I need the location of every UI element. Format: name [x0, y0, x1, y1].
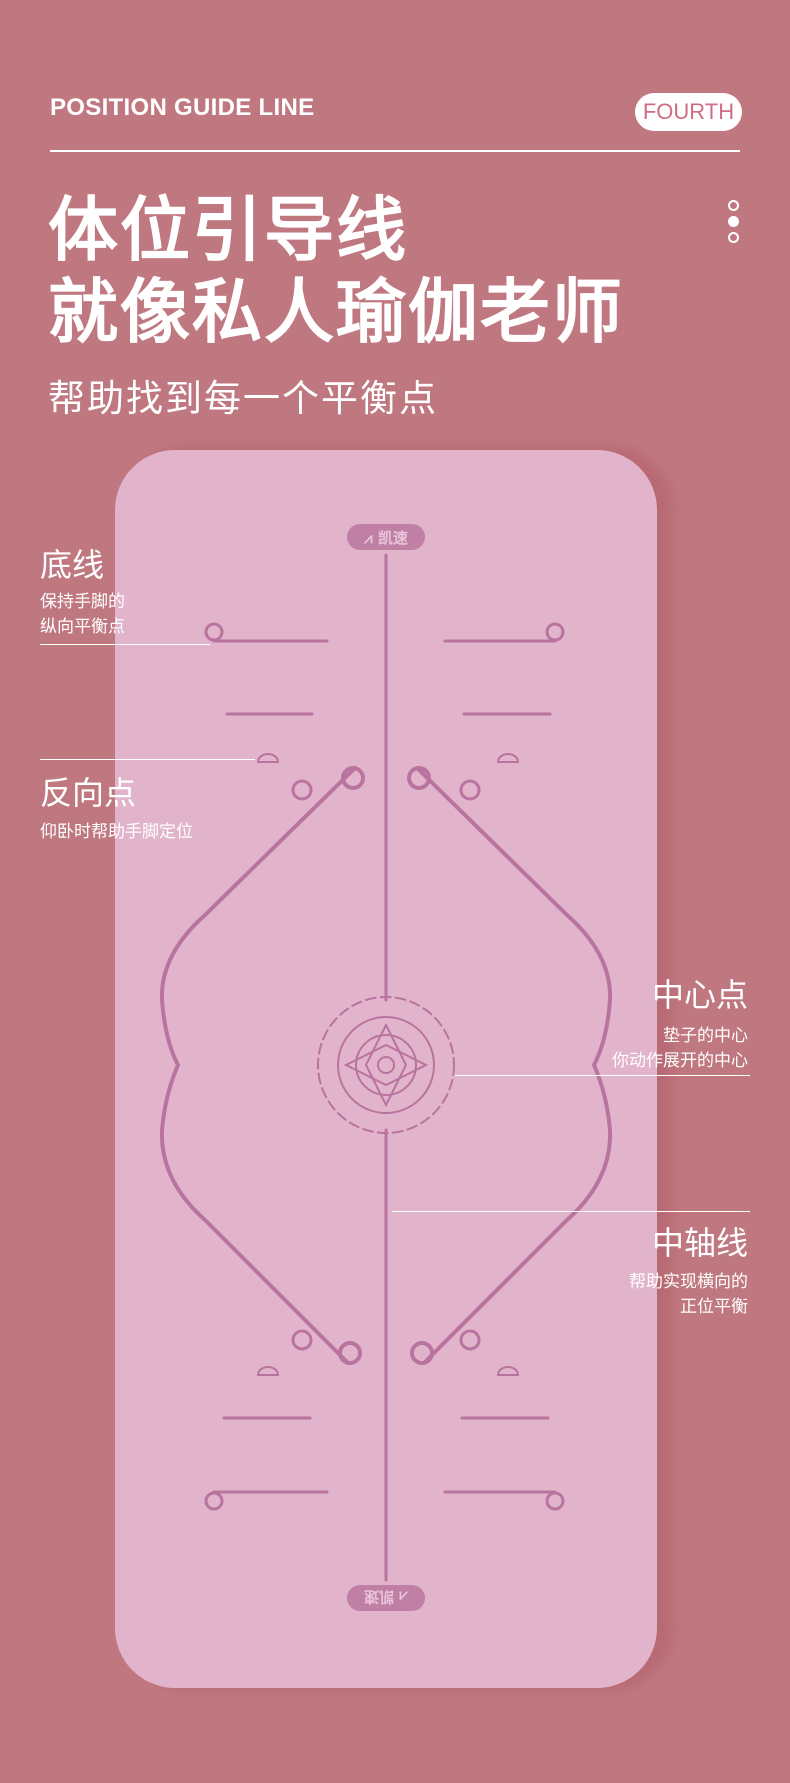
headline-line1: 体位引导线: [48, 189, 408, 271]
brand-logo-bottom: ⩘ 凯速: [347, 1585, 425, 1611]
section-eyebrow: POSITION GUIDE LINE: [50, 94, 315, 121]
callout-reverse-leader: [40, 759, 255, 760]
callout-axis-desc: 帮助实现横向的正位平衡: [629, 1272, 748, 1317]
vine-frame-left: [159, 766, 365, 1365]
callout-baseline-title: 底线: [40, 546, 105, 584]
callout-axis-leader: [392, 1211, 750, 1212]
callout-center-leader: [455, 1075, 750, 1076]
pager-dot: [728, 200, 739, 211]
baseline-top: [204, 622, 565, 716]
baseline-bottom: [204, 1416, 565, 1511]
callout-axis-title: 中轴线: [651, 1224, 748, 1262]
reverse-point-marks: [256, 753, 520, 1376]
callout-reverse-title: 反向点: [40, 774, 137, 812]
headline-line2: 就像私人瑜伽老师: [48, 271, 624, 353]
pager-dot: [728, 232, 739, 243]
divider: [50, 150, 740, 152]
callout-baseline-desc: 保持手脚的纵向平衡点: [40, 592, 125, 637]
vine-frame-right: [407, 766, 613, 1365]
callout-center-desc: 垫子的中心你动作展开的中心: [612, 1026, 748, 1071]
svg-text:⩘ 凯速: ⩘ 凯速: [363, 529, 408, 547]
mandala-center-mark: [317, 996, 455, 1134]
subtitle: 帮助找到每一个平衡点: [48, 377, 438, 420]
callout-center-title: 中心点: [651, 976, 748, 1014]
callout-reverse-desc: 仰卧时帮助手脚定位: [40, 822, 193, 842]
svg-text:⩘ 凯速: ⩘ 凯速: [364, 1588, 409, 1606]
brand-logo-top: ⩘ 凯速: [347, 524, 425, 550]
pager-dot-active: [728, 216, 739, 227]
callout-baseline-leader: [40, 644, 210, 645]
step-badge: FOURTH: [635, 93, 742, 131]
